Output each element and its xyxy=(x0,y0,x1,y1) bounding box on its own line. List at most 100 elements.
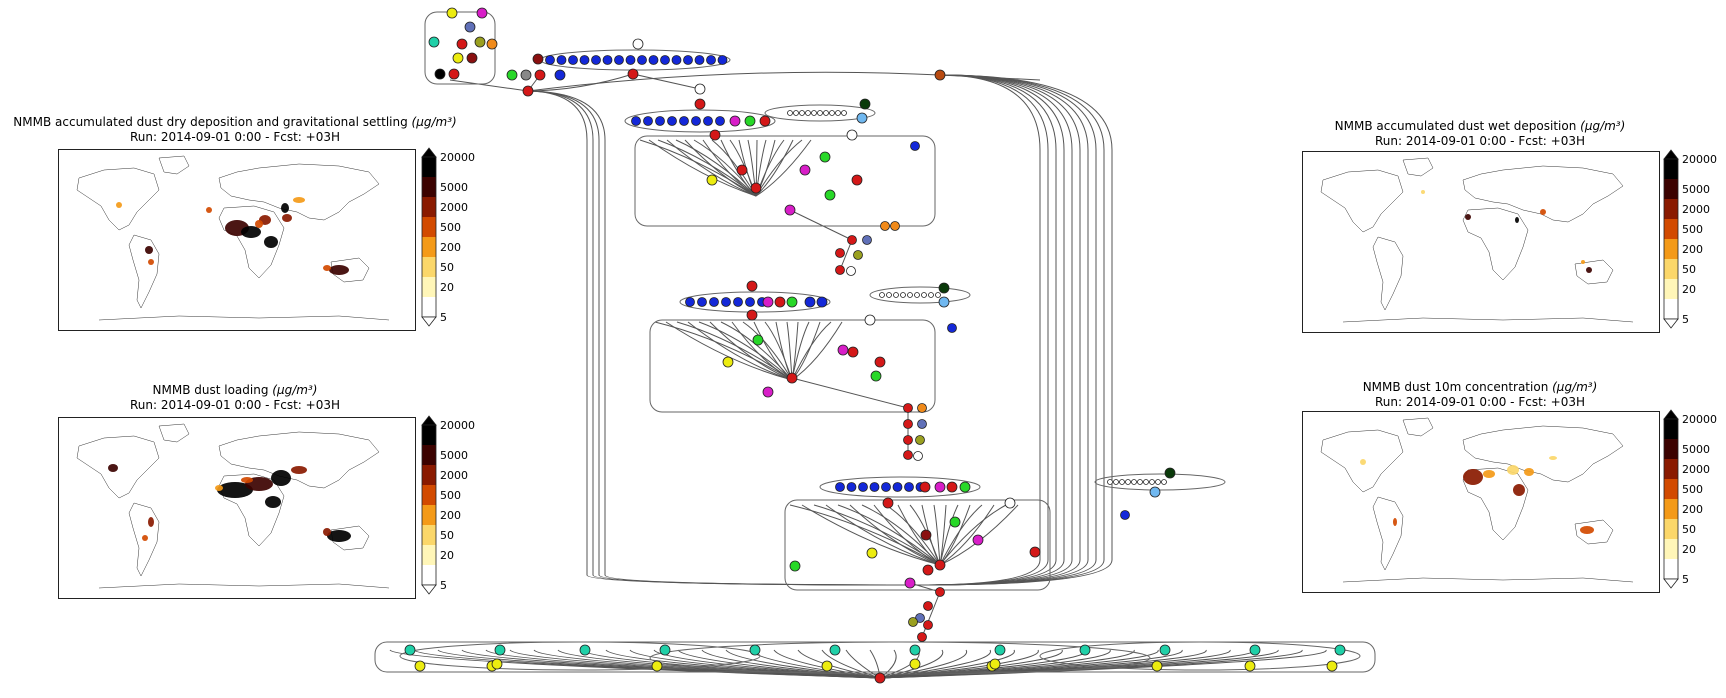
task-node xyxy=(1161,479,1167,485)
dust-patch xyxy=(1513,484,1525,496)
colorbar-tick-label: 5000 xyxy=(1682,183,1710,196)
task-node xyxy=(486,38,498,50)
task-node xyxy=(667,116,677,126)
task-node xyxy=(864,314,876,326)
task-node xyxy=(591,55,601,65)
task-node xyxy=(762,386,774,398)
task-node xyxy=(691,116,701,126)
colorbar-tick-label: 5 xyxy=(1682,313,1689,326)
dust-patch xyxy=(265,496,281,508)
panel-subtitle: Run: 2014-09-01 0:00 - Fcst: +03H xyxy=(130,130,340,144)
dust-patch xyxy=(116,202,122,208)
task-node xyxy=(835,248,845,258)
task-node xyxy=(923,601,933,611)
task-node xyxy=(787,110,793,116)
coastline xyxy=(76,435,160,499)
coastline xyxy=(128,234,160,309)
coastline xyxy=(1574,519,1614,545)
task-node xyxy=(706,55,716,65)
task-node xyxy=(466,52,478,64)
task-node xyxy=(643,116,653,126)
task-node xyxy=(837,344,849,356)
task-node xyxy=(648,55,659,65)
task-node xyxy=(556,55,567,65)
task-node xyxy=(476,7,488,19)
coastline xyxy=(218,431,380,489)
task-node xyxy=(717,55,728,65)
colorbar-tick-label: 20000 xyxy=(1682,153,1717,166)
task-node xyxy=(847,346,859,358)
task-node xyxy=(816,296,828,308)
task-node xyxy=(428,36,440,48)
task-node xyxy=(631,116,641,126)
task-node xyxy=(904,577,916,589)
task-node xyxy=(846,129,858,141)
task-node xyxy=(922,564,934,576)
task-node xyxy=(847,235,857,245)
task-node xyxy=(729,115,741,127)
task-node xyxy=(846,266,856,276)
panel-10m-concentration: NMMB dust 10m concentration (μg/m³) Run:… xyxy=(1300,380,1726,600)
task-node xyxy=(697,297,707,307)
task-node xyxy=(733,297,743,307)
coastline xyxy=(218,163,380,221)
task-node xyxy=(893,292,899,298)
task-node xyxy=(910,141,920,151)
task-node xyxy=(904,482,914,492)
task-node xyxy=(625,55,636,65)
task-node xyxy=(715,116,725,126)
task-node xyxy=(829,110,835,116)
panel-title: NMMB dust 10m concentration (μg/m³) xyxy=(1362,380,1598,394)
task-node xyxy=(853,250,863,260)
task-node xyxy=(799,110,805,116)
coastline xyxy=(1372,496,1404,571)
task-node xyxy=(494,644,506,656)
task-node xyxy=(759,115,771,127)
colorbar-tick-label: 50 xyxy=(1682,523,1696,536)
task-node xyxy=(545,55,555,65)
colorbar-scale xyxy=(1663,149,1679,329)
task-node xyxy=(706,174,718,186)
task-node xyxy=(627,68,639,80)
task-node xyxy=(789,560,801,572)
task-node xyxy=(890,221,900,231)
task-node xyxy=(862,235,872,245)
dust-patch xyxy=(1581,260,1585,264)
task-node xyxy=(805,110,811,116)
task-node xyxy=(907,292,913,298)
coastline xyxy=(1462,467,1529,541)
colorbar-scale xyxy=(421,415,437,595)
panel-subtitle: Run: 2014-09-01 0:00 - Fcst: +03H xyxy=(1375,395,1585,409)
task-node xyxy=(874,672,886,684)
task-node xyxy=(749,644,761,656)
dust-patch xyxy=(1549,456,1557,460)
task-node xyxy=(903,419,913,429)
task-node xyxy=(994,644,1006,656)
dust-patch xyxy=(271,470,291,486)
colorbar-tick-label: 20000 xyxy=(440,419,475,432)
task-node xyxy=(917,632,927,642)
task-node xyxy=(414,660,426,672)
colorbar-tick-label: 20 xyxy=(440,281,454,294)
dust-patch xyxy=(281,203,289,213)
task-node xyxy=(1155,479,1161,485)
task-node xyxy=(752,334,764,346)
task-node xyxy=(835,482,845,492)
task-node xyxy=(786,372,798,384)
dust-patch xyxy=(323,528,331,536)
task-node xyxy=(709,297,719,307)
task-node xyxy=(819,151,831,163)
dust-patch xyxy=(255,220,263,228)
task-node xyxy=(928,292,934,298)
coastline xyxy=(1574,259,1614,285)
dust-patch xyxy=(1507,465,1519,475)
dust-patch xyxy=(1580,526,1594,534)
task-node xyxy=(959,481,971,493)
colorbar-tick-label: 500 xyxy=(440,489,461,502)
task-node xyxy=(456,38,468,50)
dust-patch xyxy=(148,259,154,265)
task-node xyxy=(522,85,534,97)
task-node xyxy=(921,292,927,298)
